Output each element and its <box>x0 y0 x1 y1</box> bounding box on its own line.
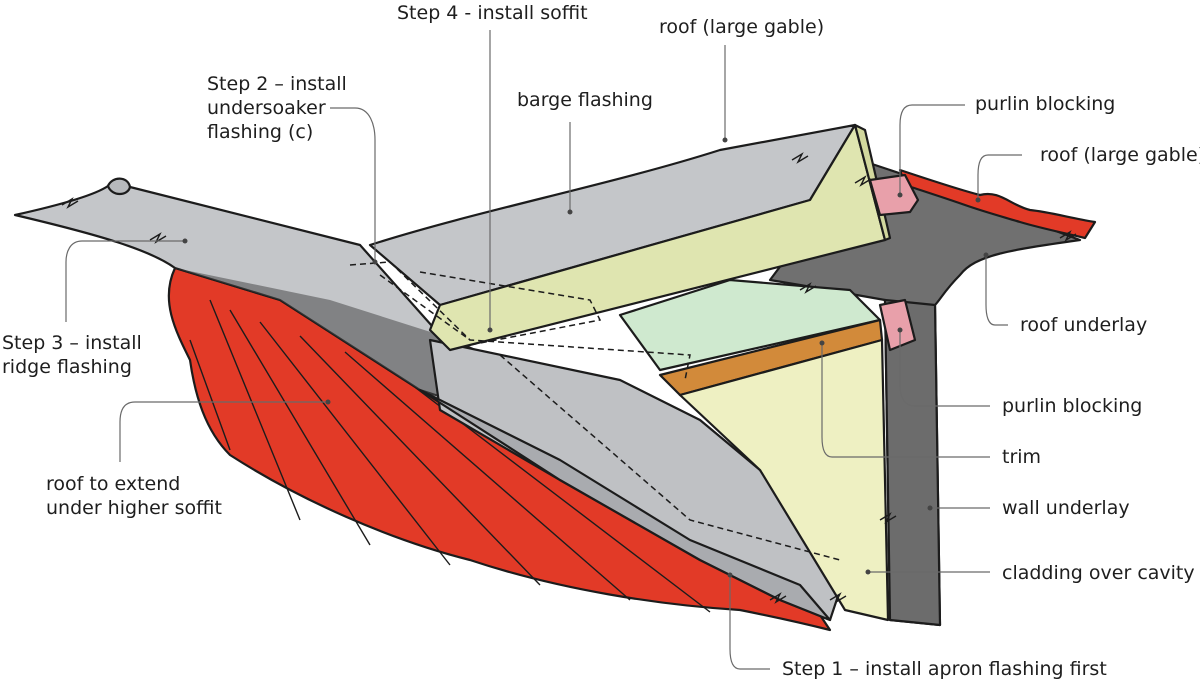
cladding-over-cavity <box>678 338 890 622</box>
label-wall-underlay: wall underlay <box>1002 497 1130 519</box>
hidden-dashed-lines <box>349 261 841 561</box>
label-trim: trim <box>1002 446 1042 468</box>
label-step2-undersoaker: Step 2 – install undersoaker flashing (c… <box>207 73 347 143</box>
purlin-blocking-top <box>868 173 920 217</box>
label-roof-large-gable-top: roof (large gable) <box>659 16 825 38</box>
soffit <box>618 278 882 372</box>
barge-flashing-top <box>368 123 857 307</box>
wall-underlay <box>883 298 942 627</box>
large-gable-roof-right <box>898 168 1097 240</box>
label-purlin-blocking-top: purlin blocking <box>975 93 1116 115</box>
label-step1-apron-flashing: Step 1 – install apron flashing first <box>782 658 1107 680</box>
label-cladding-over-cavity: cladding over cavity <box>1002 562 1195 584</box>
ridge-roll <box>106 177 132 196</box>
fastener-marks <box>61 152 1077 604</box>
label-step3-ridge-flashing: Step 3 – install ridge flashing <box>2 332 142 378</box>
leader-lines <box>65 30 1022 670</box>
label-barge-flashing: barge flashing <box>517 89 653 111</box>
label-roof-underlay: roof underlay <box>1020 314 1148 336</box>
label-roof-to-extend: roof to extend under higher soffit <box>46 473 222 519</box>
purlin-blocking-mid <box>878 298 917 352</box>
label-roof-large-gable-right: roof (large gable) <box>1040 144 1200 166</box>
label-step4-install-soffit: Step 4 - install soffit <box>397 2 588 24</box>
apron-flashing-lower <box>418 388 832 622</box>
label-purlin-blocking-mid: purlin blocking <box>1002 395 1143 417</box>
